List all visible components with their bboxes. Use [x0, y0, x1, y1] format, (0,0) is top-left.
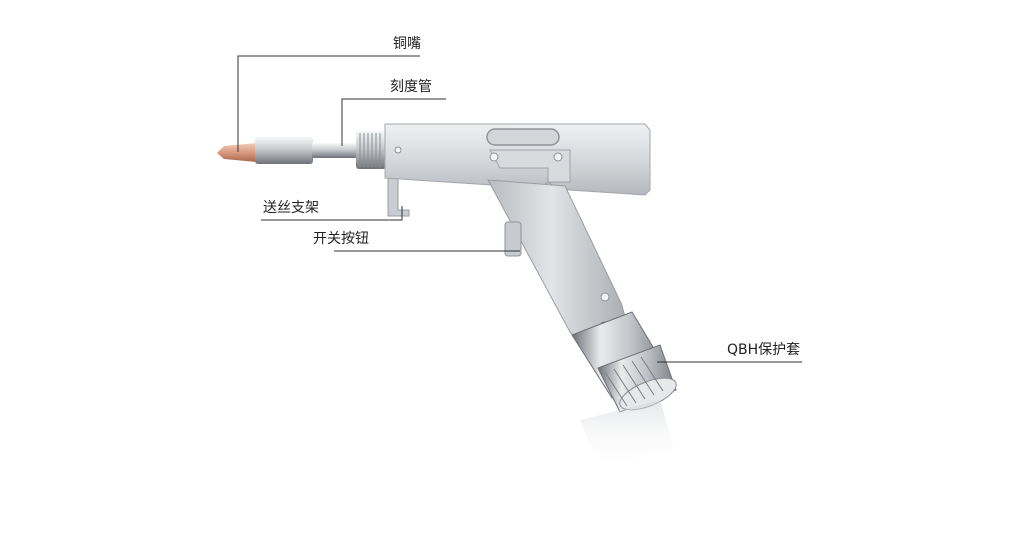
wire-bracket-leader: [261, 206, 403, 221]
label-scale-tube: 刻度管: [390, 79, 432, 95]
scale-tube: [312, 143, 360, 158]
floor-reflection: [580, 400, 675, 470]
label-nozzle: 铜嘴: [393, 36, 421, 52]
screw: [553, 152, 563, 162]
label-qbh-cover: QBH保护套: [727, 342, 801, 358]
scale-tube-leader: [341, 98, 446, 146]
screw: [489, 152, 499, 162]
switch-button: [504, 221, 522, 257]
label-wire-bracket: 送丝支架: [263, 200, 319, 216]
leader-lines: [237, 55, 802, 363]
label-switch-button: 开关按钮: [313, 231, 369, 247]
nozzle-assembly: [217, 131, 386, 169]
qbh-connector: [571, 311, 677, 413]
body-plate: [489, 149, 571, 183]
screw: [394, 146, 402, 154]
copper-nozzle-tip: [217, 143, 257, 162]
body-slot: [486, 128, 560, 146]
gun-handle: [487, 179, 629, 346]
screw: [600, 292, 610, 302]
nozzle-sleeve: [255, 137, 313, 164]
nozzle-leader: [237, 55, 420, 152]
